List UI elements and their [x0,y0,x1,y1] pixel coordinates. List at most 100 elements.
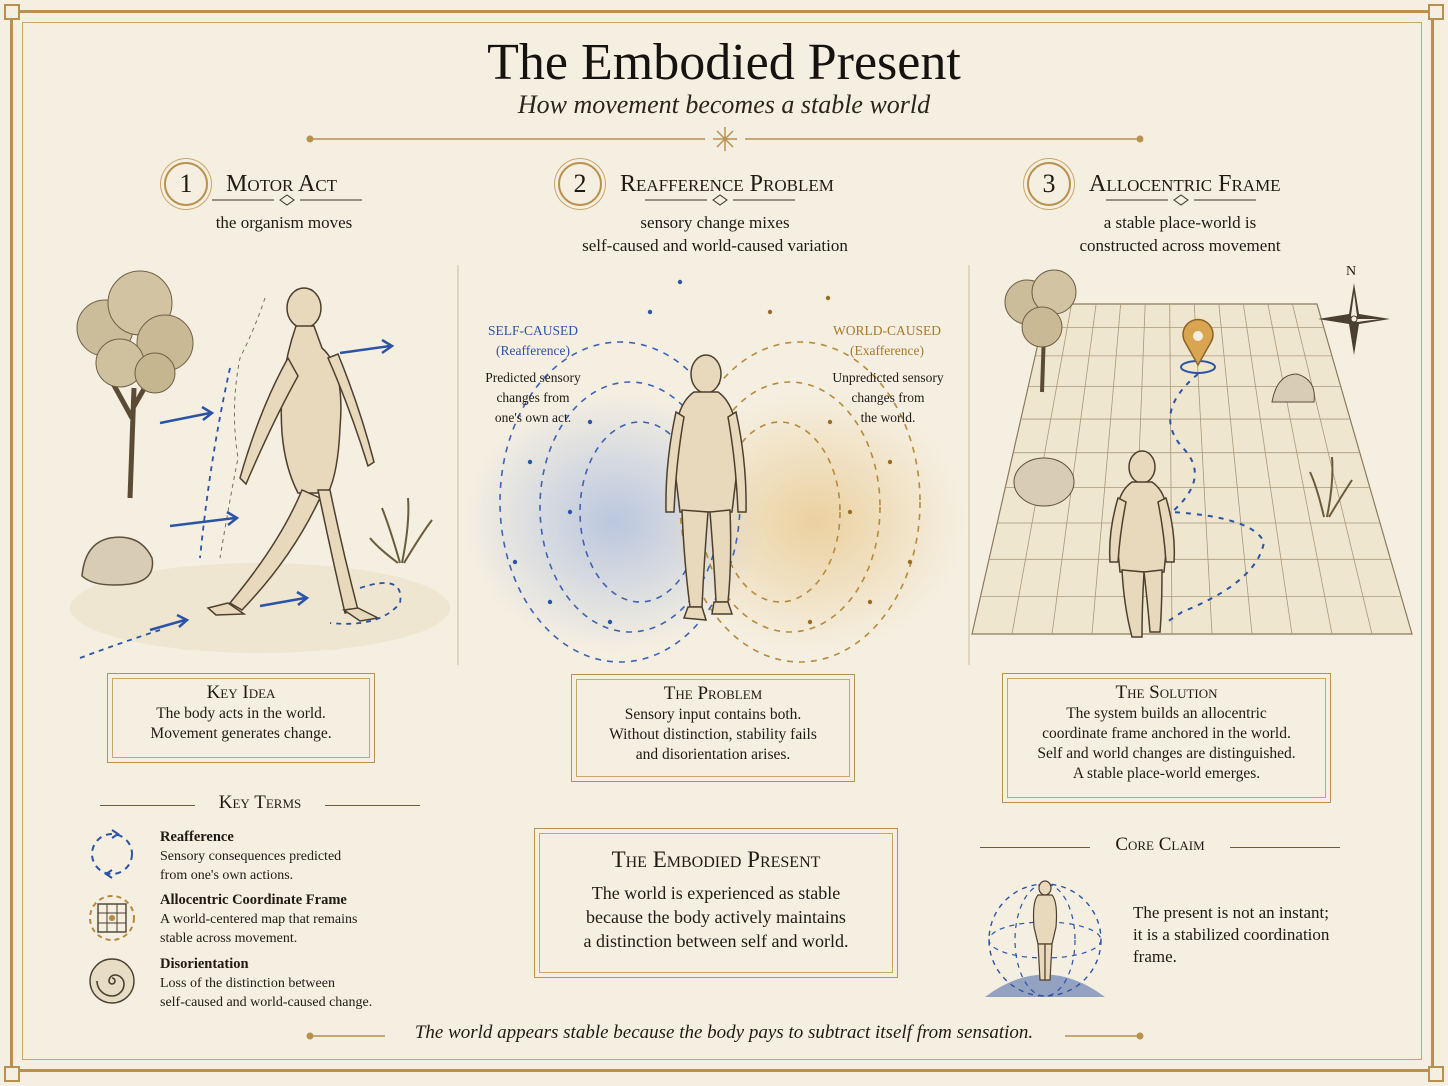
title-divider [306,127,1144,151]
corner-ornament [4,1066,20,1082]
column-divider [457,265,459,665]
footstep-trail [1166,373,1266,623]
box-title: Key Idea [206,682,276,703]
world-caused-subtitle: (Exafference) [850,343,924,358]
desc-line: Unpredicted sensory [832,370,944,385]
step-subtitle-line: sensory change mixes [640,213,790,232]
world-caused-title: WORLD-CAUSED [833,323,941,338]
tree-icon [1004,269,1077,393]
box-line: because the body actively maintains [586,907,846,927]
box-line: Self and world changes are distinguished… [1037,745,1296,762]
box-line: The world is experienced as stable [591,883,841,903]
desc-line: Predicted sensory [485,370,581,385]
desc-line: changes from [496,390,570,405]
core-claim-line: The present is not an instant; [1133,903,1329,922]
rock-icon [81,536,154,586]
column-divider [968,265,970,665]
term-name: Reafference [160,829,234,845]
corner-ornament [1428,4,1444,20]
term-allocentric-frame: Allocentric Coordinate Frame A world-cen… [160,891,357,948]
step-title: Reafference Problem [620,170,834,197]
box-line: a distinction between self and world. [583,931,849,951]
stone-object-icon [1013,457,1075,507]
inner-frame [22,22,1422,1060]
footer-divider [306,1032,1144,1040]
step-subtitle-line: the organism moves [215,213,353,232]
rock-icon [1271,373,1315,403]
compass-north-label: N [1346,264,1357,279]
reafference-loop-icon [91,829,133,879]
walking-figure-back [1108,450,1176,638]
self-caused-title: SELF-CAUSED [487,323,578,338]
box-title: The Solution [1115,682,1218,703]
step-title: Allocentric Frame [1089,170,1281,197]
box-line: and disorientation arises. [635,746,791,763]
page-subtitle: How movement becomes a stable world [517,90,931,119]
step-subtitle-line: self-caused and world-caused variation [582,236,848,255]
term-line: A world-centered map that remains [160,912,358,927]
walking-figure [206,287,381,622]
allocentric-illustration [971,269,1413,638]
self-caused-description: Predicted sensory changes from one's own… [475,368,591,428]
reafference-illustration [465,279,965,663]
footer-quote: The world appears stable because the bod… [414,1022,1034,1043]
grid-lines [980,303,1402,635]
step-subtitle: sensory change mixes self-caused and wor… [540,211,890,257]
problem-box: The Problem Sensory input contains both.… [571,674,855,782]
world-caused-label: WORLD-CAUSED (Exafference) [826,321,948,361]
step-1-header: 1 Motor Act [164,162,337,206]
plant-icon [369,497,433,564]
term-line: self-caused and world-caused change. [160,995,373,1010]
tree-icon [76,270,194,499]
step-2-header: 2 Reafference Problem [558,162,834,206]
box-title: The Embodied Present [611,847,821,872]
desc-line: one's own act. [494,410,572,425]
box-line: coordinate frame anchored in the world. [1042,725,1291,742]
self-caused-subtitle: (Reafference) [496,343,570,358]
box-title: The Problem [663,683,763,704]
step-number-badge: 2 [558,162,602,206]
term-disorientation: Disorientation Loss of the distinction b… [160,955,372,1012]
plant-icon [1309,456,1353,518]
step-3-header: 3 Allocentric Frame [1027,162,1281,206]
corner-ornament [1428,1066,1444,1082]
globe-figure-icon [985,880,1105,997]
step-subtitle-line: a stable place-world is [1103,213,1257,232]
spiral-icon [89,958,135,1004]
key-terms-heading: Key Terms [100,792,420,814]
compass-rose-icon [1318,283,1390,355]
core-claim-line: frame. [1133,947,1177,966]
core-claim-heading: Core Claim [980,834,1340,856]
step-subtitle-line: constructed across movement [1079,236,1281,255]
desc-line: changes from [851,390,925,405]
box-line: The system builds an allocentric [1066,705,1267,722]
step-subtitle: a stable place-world is constructed acro… [1030,211,1330,257]
term-name: Disorientation [160,956,249,972]
embodied-present-box: The Embodied Present The world is experi… [534,828,898,978]
term-line: stable across movement. [160,931,298,946]
box-line: Movement generates change. [150,725,332,742]
key-idea-box: Key Idea The body acts in the world. Mov… [107,673,375,763]
step-ornament [645,194,795,206]
outer-frame [10,10,1434,1072]
solution-box: The Solution The system builds an alloce… [1002,673,1331,803]
box-line: Sensory input contains both. [624,706,802,723]
term-line: Sensory consequences predicted [160,849,342,864]
box-line: The body acts in the world. [156,705,326,722]
term-reafference: Reafference Sensory consequences predict… [160,828,341,885]
core-claim-text: The present is not an instant; it is a s… [1133,902,1363,968]
standing-figure [665,354,747,621]
box-line: A stable place-world emerges. [1072,765,1261,782]
step-subtitle: the organism moves [184,211,384,234]
term-line: Loss of the distinction between [160,976,335,991]
world-caused-description: Unpredicted sensory changes from the wor… [822,368,954,428]
box-line: Without distinction, stability fails [609,726,817,743]
page-title: The Embodied Present [487,34,961,91]
grid-frame-icon [89,895,135,941]
core-claim-line: it is a stabilized coordination [1133,925,1330,944]
step-title: Motor Act [226,170,338,197]
motor-act-illustration [70,270,450,659]
step-number-badge: 3 [1027,162,1071,206]
step-ornament [1106,194,1256,206]
